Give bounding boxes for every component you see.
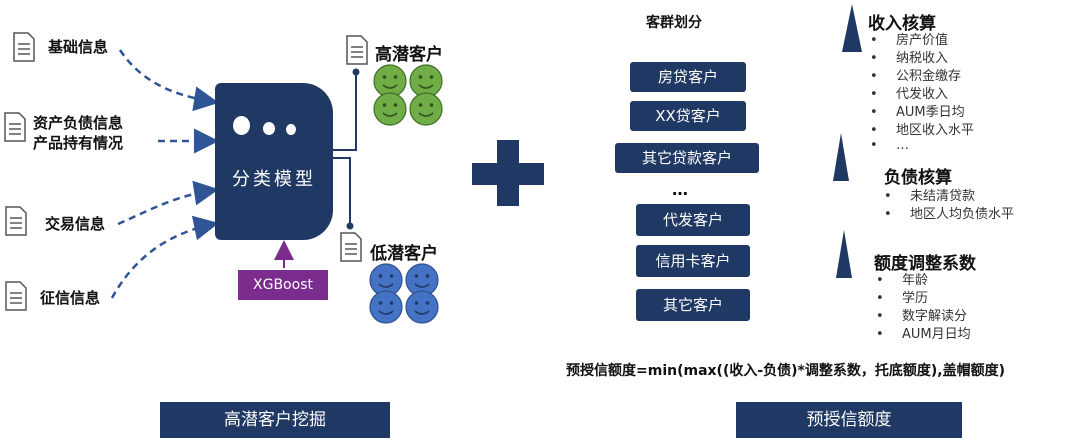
input-transactions: 交易信息	[45, 215, 106, 233]
connector-high	[333, 72, 357, 151]
adjustment-item: •AUM月日均	[876, 327, 971, 342]
liability-item: •未结清贷款	[884, 189, 976, 204]
triangle-marker-icon	[836, 230, 852, 278]
model-dot	[263, 122, 275, 135]
smiley-icon	[409, 92, 443, 126]
adjustment-item: •学历	[876, 291, 929, 306]
smiley-icon	[373, 92, 407, 126]
income-item: •公积金缴存	[870, 69, 962, 84]
liability-item: •地区人均负债水平	[884, 207, 1015, 222]
income-item: •代发收入	[870, 87, 949, 102]
input-product-holding: 产品持有情况	[33, 134, 124, 152]
liability-title: 负债核算	[884, 168, 952, 188]
document-icon	[346, 35, 368, 65]
income-item: •…	[870, 138, 909, 153]
document-icon	[4, 112, 26, 142]
document-icon	[340, 232, 362, 262]
income-item: •房产价值	[870, 33, 949, 48]
classification-model-box: 分类模型	[215, 83, 333, 240]
pre-credit-formula: 预授信额度=min(max((收入-负债)*调整系数，托底额度),盖帽额度)	[566, 363, 1005, 379]
arrow-basic-info	[118, 49, 219, 112]
adjustment-title: 额度调整系数	[874, 254, 976, 274]
adjustment-item: •数字解读分	[876, 309, 968, 324]
model-dot	[233, 116, 250, 135]
plus-icon-bar	[497, 140, 519, 206]
adjustment-item: •年龄	[876, 273, 929, 288]
input-credit-info: 征信信息	[40, 289, 101, 307]
high-potential-title: 高潜客户	[375, 45, 443, 65]
model-label: 分类模型	[232, 169, 316, 190]
caption-left: 高潜客户挖掘	[160, 402, 390, 438]
document-icon	[13, 32, 35, 62]
low-potential-title: 低潜客户	[370, 244, 438, 264]
income-title: 收入核算	[868, 14, 936, 34]
smiley-icon	[409, 64, 443, 98]
segment-box: 房贷客户	[630, 62, 746, 92]
segment-box: 其它贷款客户	[615, 143, 759, 173]
smiley-icon	[405, 290, 439, 324]
input-assets-liabilities: 资产负债信息	[33, 114, 124, 132]
model-dot	[286, 124, 296, 135]
segment-box: 代发客户	[636, 204, 750, 236]
segment-box: XX贷客户	[630, 101, 746, 131]
smiley-icon	[369, 263, 403, 297]
income-item: •AUM季日均	[870, 105, 965, 120]
document-icon	[5, 281, 27, 311]
segment-box: 其它客户	[636, 289, 750, 321]
arrow-transactions	[117, 180, 219, 226]
triangle-marker-icon	[833, 133, 849, 181]
connector-low	[333, 157, 351, 224]
segment-box: 信用卡客户	[636, 245, 750, 277]
smiley-icon	[369, 290, 403, 324]
document-icon	[5, 206, 27, 236]
income-item: •纳税收入	[870, 51, 949, 66]
income-item: •地区收入水平	[870, 123, 975, 138]
arrow-credit	[110, 215, 219, 299]
segmentation-ellipsis: …	[672, 180, 688, 199]
input-basic-info: 基础信息	[48, 38, 109, 56]
caption-right: 预授信额度	[736, 402, 962, 438]
segmentation-title: 客群划分	[646, 15, 702, 31]
triangle-marker-icon	[842, 4, 862, 52]
xgboost-label: XGBoost	[238, 270, 328, 300]
